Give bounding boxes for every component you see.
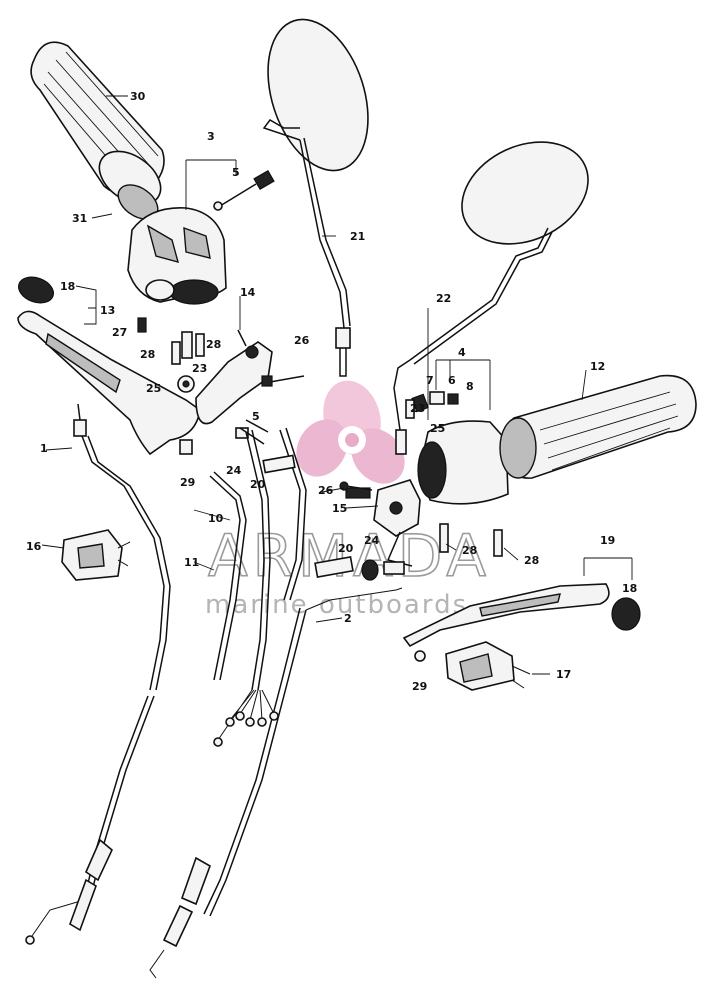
callout-5-mid: 5 bbox=[252, 410, 260, 423]
callout-30: 30 bbox=[130, 90, 146, 103]
front-brake-bracket-15 bbox=[345, 479, 421, 567]
callout-2: 2 bbox=[344, 612, 352, 625]
callout-22: 22 bbox=[436, 292, 451, 305]
callout-4: 4 bbox=[458, 346, 466, 359]
right-grip bbox=[499, 374, 697, 479]
watermark: ARMADA marine outboards bbox=[205, 380, 487, 620]
callout-11: 11 bbox=[184, 556, 199, 569]
callout-10: 10 bbox=[208, 512, 224, 525]
callout-8: 8 bbox=[466, 380, 474, 393]
right-switch-housing bbox=[411, 391, 509, 505]
callout-5-top: 5 bbox=[232, 166, 240, 179]
callout-25-right: 25 bbox=[430, 422, 445, 435]
callout-24-mid: 24 bbox=[364, 534, 380, 547]
callout-13: 13 bbox=[100, 304, 115, 317]
callout-26-mid: 26 bbox=[318, 484, 334, 497]
callout-7: 7 bbox=[426, 374, 434, 387]
callout-6: 6 bbox=[448, 374, 456, 387]
callout-19: 19 bbox=[600, 534, 615, 547]
callout-25-left: 25 bbox=[146, 382, 161, 395]
callout-18-left: 18 bbox=[60, 280, 75, 293]
callout-23-left: 23 bbox=[192, 362, 207, 375]
callout-20-mid: 20 bbox=[338, 542, 354, 555]
callout-29-right: 29 bbox=[412, 680, 427, 693]
switch-16 bbox=[61, 529, 131, 581]
watermark-subtitle: marine outboards bbox=[205, 590, 468, 620]
callout-21: 21 bbox=[350, 230, 365, 243]
left-grip bbox=[30, 41, 165, 220]
left-mirror bbox=[262, 18, 369, 377]
throttle-cable bbox=[149, 587, 403, 979]
lever-bracket-14 bbox=[195, 329, 273, 425]
clutch-lever bbox=[17, 276, 201, 456]
screw-5-left bbox=[213, 169, 275, 211]
callout-23-right: 23 bbox=[410, 402, 425, 415]
small-parts-left bbox=[137, 317, 305, 455]
callout-16: 16 bbox=[26, 540, 42, 553]
callout-28-a: 28 bbox=[140, 348, 155, 361]
armada-logo-icon bbox=[296, 380, 405, 484]
callout-28-d: 28 bbox=[524, 554, 539, 567]
right-mirror bbox=[393, 141, 589, 455]
callout-28-b: 28 bbox=[206, 338, 221, 351]
callout-20-top: 20 bbox=[250, 478, 266, 491]
callout-1: 1 bbox=[40, 442, 48, 455]
leader-lines bbox=[41, 95, 633, 675]
callout-3: 3 bbox=[207, 130, 215, 143]
throttle-housing bbox=[127, 207, 227, 305]
clutch-cable bbox=[25, 403, 171, 945]
callout-15: 15 bbox=[332, 502, 347, 515]
callout-18-right: 18 bbox=[622, 582, 637, 595]
callout-17: 17 bbox=[556, 668, 571, 681]
callout-31: 31 bbox=[72, 212, 87, 225]
callout-29-left: 29 bbox=[180, 476, 195, 489]
switch-17 bbox=[445, 641, 531, 691]
callout-28-c: 28 bbox=[462, 544, 477, 557]
callout-26-top: 26 bbox=[294, 334, 310, 347]
callout-27: 27 bbox=[112, 326, 127, 339]
callout-labels: 30 31 3 5 18 13 27 28 28 23 25 14 26 21 … bbox=[26, 90, 637, 693]
wiring-harness bbox=[209, 427, 307, 747]
brake-lever bbox=[402, 583, 641, 648]
callout-24-left: 24 bbox=[226, 464, 242, 477]
callout-14: 14 bbox=[240, 286, 256, 299]
small-parts-right bbox=[262, 399, 503, 662]
callout-12: 12 bbox=[590, 360, 605, 373]
